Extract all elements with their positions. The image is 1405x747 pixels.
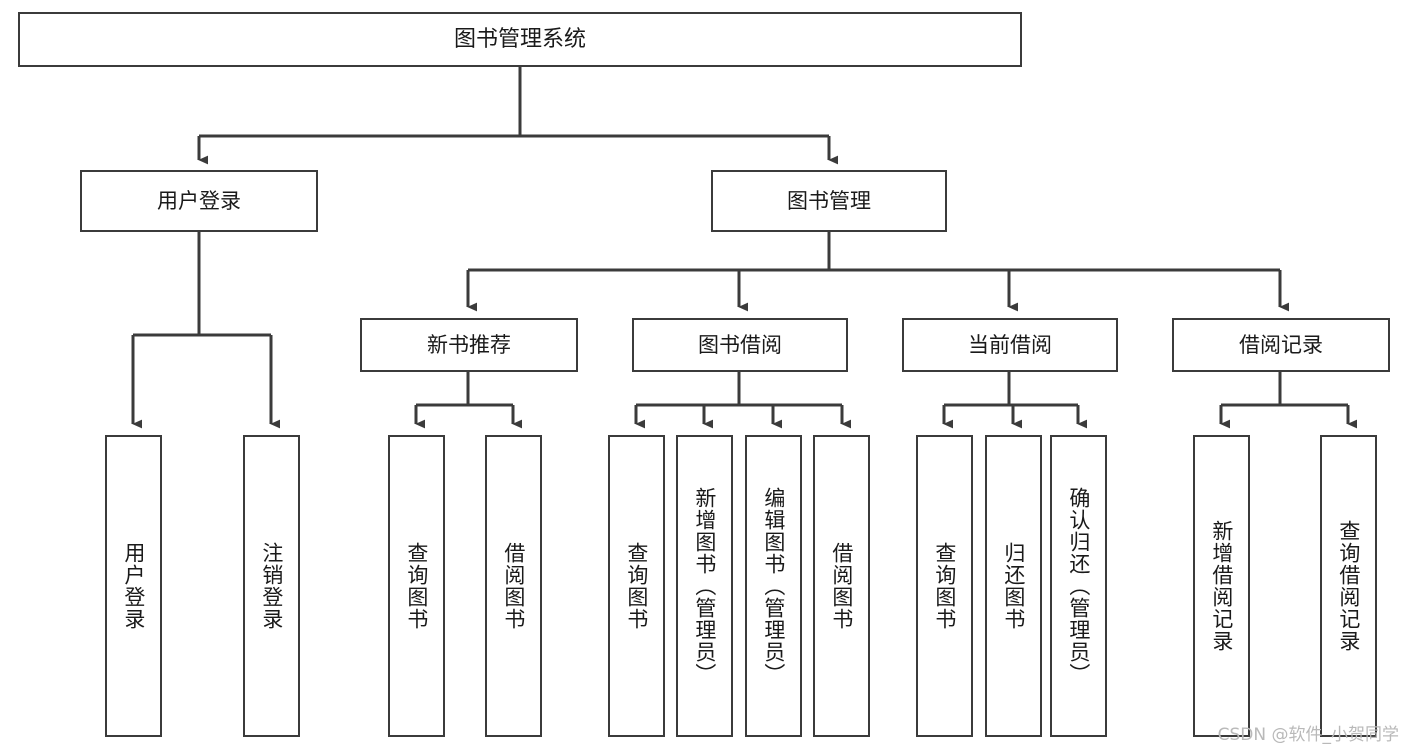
node-label: 编辑图书（管理员） <box>761 487 786 685</box>
node-current-borrow[interactable]: 当前借阅 <box>902 318 1118 372</box>
node-book-management[interactable]: 图书管理 <box>711 170 947 232</box>
leaf-current-borrow-query-book[interactable]: 查询图书 <box>916 435 973 737</box>
node-label: 新增图书（管理员） <box>692 487 717 685</box>
node-user-login[interactable]: 用户登录 <box>80 170 318 232</box>
node-label: 借阅记录 <box>1239 332 1323 357</box>
leaf-book-borrow-query-book[interactable]: 查询图书 <box>608 435 665 737</box>
leaf-borrow-records-query-record[interactable]: 查询借阅记录 <box>1320 435 1377 737</box>
node-label: 查询图书 <box>932 542 957 630</box>
node-label: 新书推荐 <box>427 332 511 357</box>
leaf-new-book-borrow-book[interactable]: 借阅图书 <box>485 435 542 737</box>
node-root-book-management-system[interactable]: 图书管理系统 <box>18 12 1022 67</box>
node-label: 借阅图书 <box>829 542 854 630</box>
node-book-borrow[interactable]: 图书借阅 <box>632 318 848 372</box>
node-label: 归还图书 <box>1001 542 1026 630</box>
node-label: 确认归还（管理员） <box>1066 487 1091 685</box>
node-label: 查询图书 <box>624 542 649 630</box>
leaf-book-borrow-borrow-book[interactable]: 借阅图书 <box>813 435 870 737</box>
leaf-new-book-query-book[interactable]: 查询图书 <box>388 435 445 737</box>
node-label: 图书管理系统 <box>453 26 586 52</box>
leaf-borrow-records-add-record[interactable]: 新增借阅记录 <box>1193 435 1250 737</box>
node-label: 用户登录 <box>157 188 241 213</box>
node-label: 当前借阅 <box>968 332 1052 357</box>
leaf-user-login-logout[interactable]: 注销登录 <box>243 435 300 737</box>
watermark-text: CSDN @软件_小贺同学 <box>1217 725 1399 745</box>
node-label: 用户登录 <box>121 542 146 630</box>
node-label: 图书借阅 <box>698 332 782 357</box>
node-label: 注销登录 <box>259 542 284 630</box>
node-label: 新增借阅记录 <box>1209 520 1234 652</box>
node-borrow-records[interactable]: 借阅记录 <box>1172 318 1390 372</box>
node-label: 查询图书 <box>404 542 429 630</box>
leaf-current-borrow-return-book[interactable]: 归还图书 <box>985 435 1042 737</box>
leaf-book-borrow-edit-book-admin[interactable]: 编辑图书（管理员） <box>745 435 802 737</box>
node-label: 查询借阅记录 <box>1336 520 1361 652</box>
node-label: 借阅图书 <box>501 542 526 630</box>
node-label: 图书管理 <box>787 188 871 213</box>
leaf-user-login-login[interactable]: 用户登录 <box>105 435 162 737</box>
leaf-book-borrow-add-book-admin[interactable]: 新增图书（管理员） <box>676 435 733 737</box>
node-new-book-recommend[interactable]: 新书推荐 <box>360 318 578 372</box>
leaf-current-borrow-confirm-return-admin[interactable]: 确认归还（管理员） <box>1050 435 1107 737</box>
